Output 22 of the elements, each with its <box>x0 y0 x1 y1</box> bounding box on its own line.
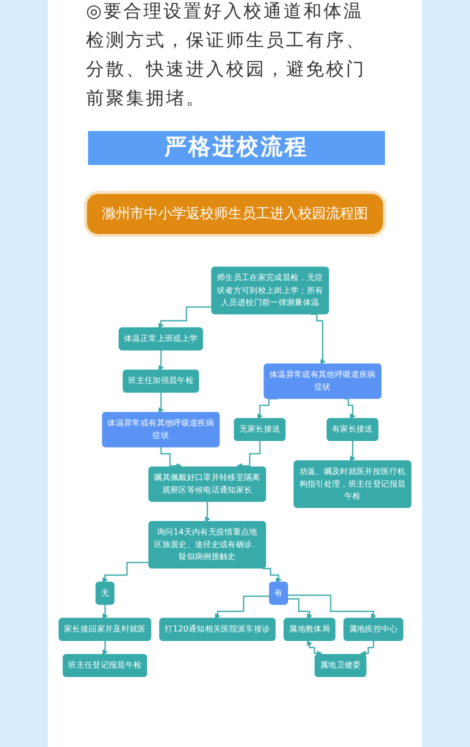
arrow <box>102 604 108 619</box>
arrow <box>288 598 312 619</box>
arrow <box>214 596 270 619</box>
arrow <box>257 398 278 419</box>
section-banner: 严格进校流程 <box>88 131 385 165</box>
arrow <box>306 640 322 656</box>
intro-paragraph: ◎要合理设置好入校通道和体温检测方式，保证师生员工有序、分散、快速进入校园，避免校门前聚集拥堵。 <box>86 0 367 111</box>
arrow <box>158 306 212 328</box>
arrow <box>344 398 356 419</box>
arrow <box>350 440 356 462</box>
arrow <box>262 568 282 583</box>
arrow <box>158 350 164 371</box>
arrow <box>160 446 182 469</box>
arrow <box>204 501 210 522</box>
arrow <box>236 440 261 469</box>
arrow <box>102 562 150 583</box>
arrow <box>102 640 108 655</box>
arrow <box>360 640 374 656</box>
arrow <box>158 392 164 413</box>
title-banner: 滁州市中小学返校师生员工进入校园流程图 <box>84 191 386 237</box>
arrow <box>288 594 376 619</box>
arrow <box>310 314 326 364</box>
